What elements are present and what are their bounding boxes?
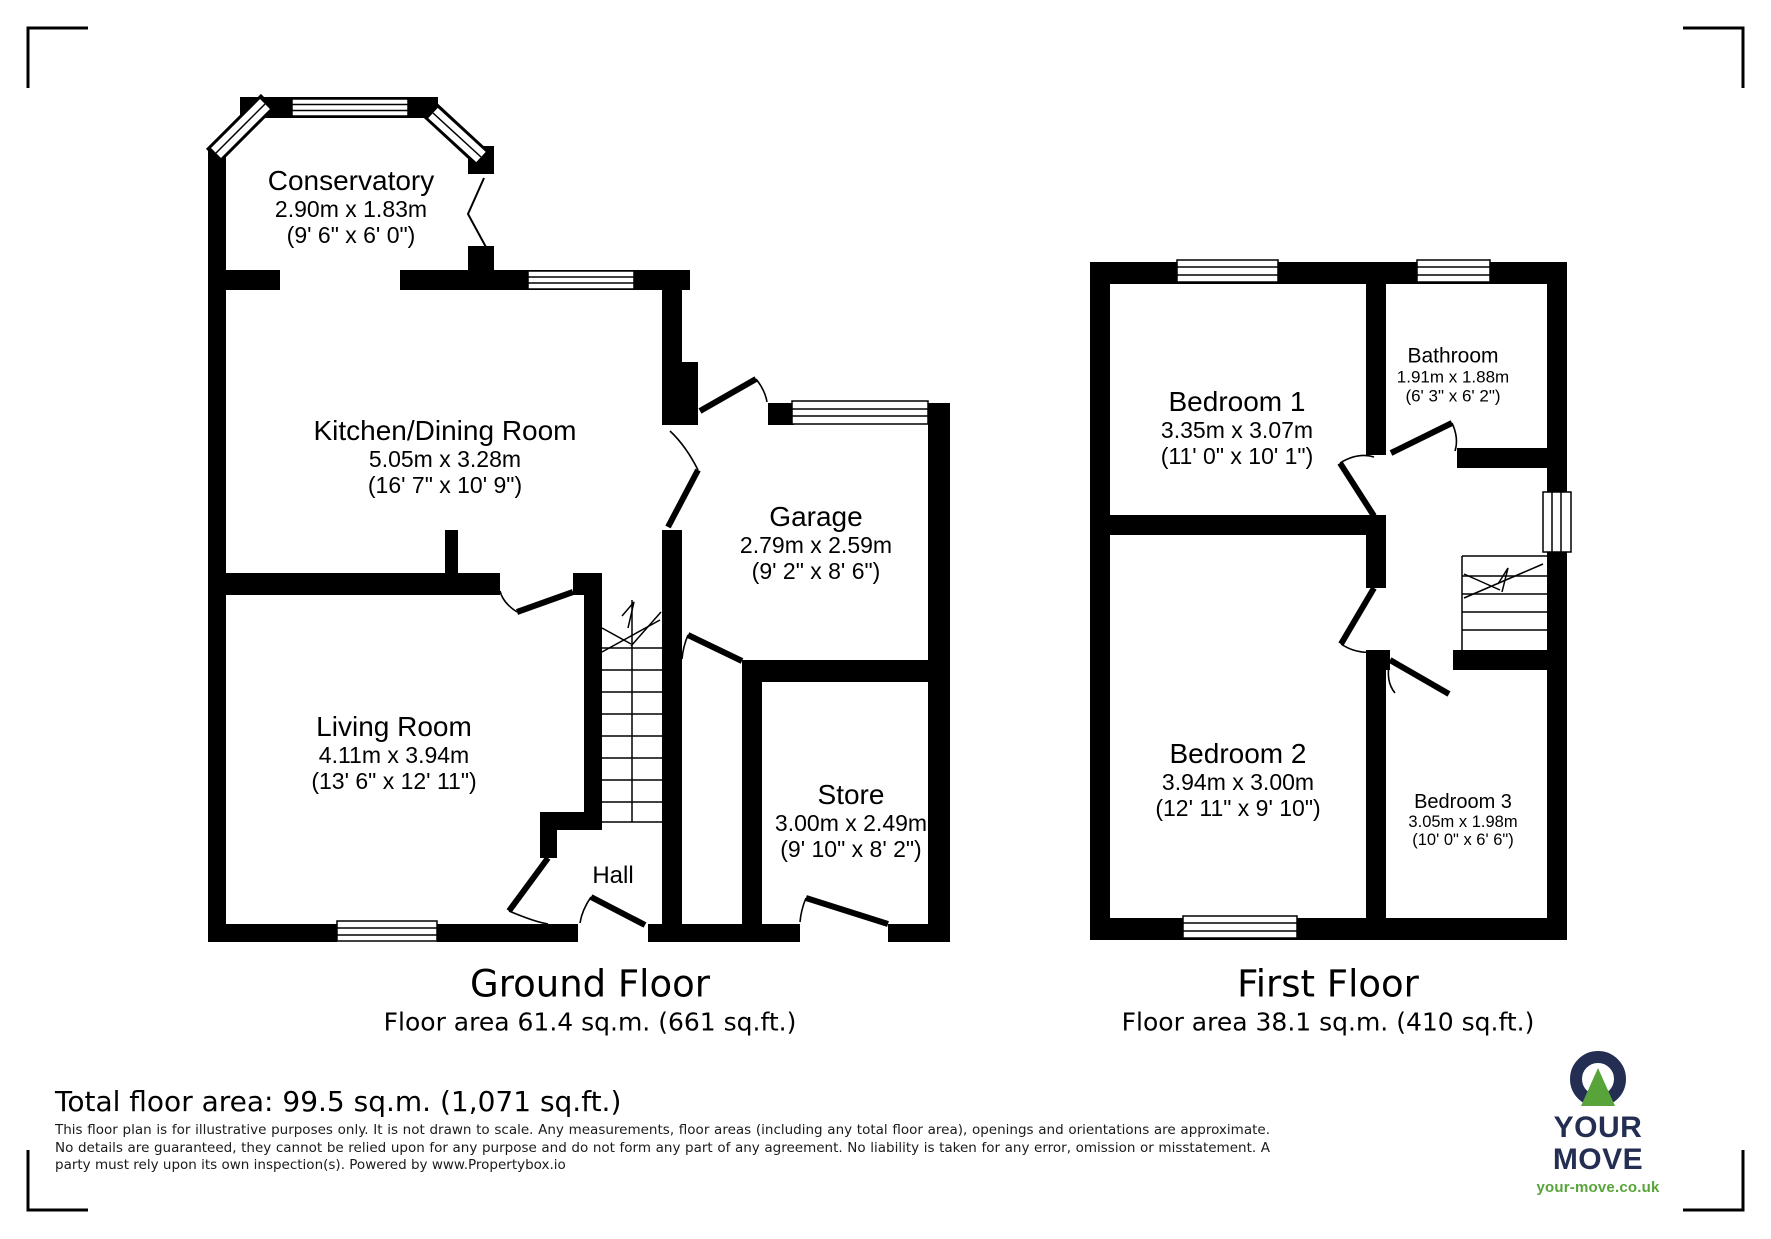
room-dims-imperial: (6' 3" x 6' 2") bbox=[1405, 386, 1501, 406]
room-dims-metric: 3.35m x 3.07m bbox=[1160, 417, 1314, 443]
first-floor-doors bbox=[1337, 420, 1458, 697]
room-name: Bathroom bbox=[1407, 344, 1499, 368]
room-dims-imperial: (16' 7" x 10' 9") bbox=[367, 472, 523, 498]
room-label-bedroom-2: Bedroom 2 3.94m x 3.00m (12' 11" x 9' 10… bbox=[1155, 738, 1321, 822]
room-dims-metric: 5.05m x 3.28m bbox=[368, 446, 522, 472]
disclaimer-text: This floor plan is for illustrative purp… bbox=[55, 1122, 1270, 1173]
room-dims-metric: 3.05m x 1.98m bbox=[1408, 813, 1518, 831]
room-label-bathroom: Bathroom 1.91m x 1.88m (6' 3" x 6' 2") bbox=[1397, 345, 1509, 406]
ground-floor-doors bbox=[466, 177, 889, 928]
room-dims-imperial: (10' 0" x 6' 6") bbox=[1412, 831, 1514, 849]
room-name: Bedroom 3 bbox=[1414, 791, 1512, 813]
room-label-hall: Hall bbox=[592, 861, 633, 891]
your-move-logo-icon bbox=[1570, 1051, 1626, 1112]
room-dims-metric: 1.91m x 1.88m bbox=[1396, 367, 1510, 387]
room-label-bedroom-3: Bedroom 3 3.05m x 1.98m (10' 0" x 6' 6") bbox=[1408, 791, 1517, 849]
ground-floor-title: Ground Floor bbox=[470, 962, 710, 1006]
room-dims-imperial: (9' 10" x 8' 2") bbox=[780, 836, 922, 862]
room-dims-imperial: (12' 11" x 9' 10") bbox=[1155, 795, 1321, 821]
ground-floor-stairs bbox=[601, 600, 662, 823]
room-dims-imperial: (9' 6" x 6' 0") bbox=[286, 222, 416, 248]
conservatory-bay-windows bbox=[205, 93, 491, 168]
room-name: Store bbox=[817, 779, 885, 810]
room-name: Conservatory bbox=[267, 165, 435, 196]
room-name: Bedroom 2 bbox=[1169, 738, 1307, 769]
room-dims-imperial: (9' 2" x 8' 6") bbox=[751, 558, 881, 584]
room-name: Hall bbox=[592, 862, 634, 889]
ground-floor-area: Floor area 61.4 sq.m. (661 sq.ft.) bbox=[383, 1007, 797, 1037]
first-floor-windows bbox=[1176, 259, 1572, 939]
your-move-wordmark: YOUR MOVE bbox=[1552, 1111, 1644, 1176]
ground-floor-windows bbox=[291, 98, 929, 942]
room-name: Living Room bbox=[316, 711, 472, 742]
first-floor-area: Floor area 38.1 sq.m. (410 sq.ft.) bbox=[1121, 1007, 1535, 1037]
room-dims-metric: 2.90m x 1.83m bbox=[274, 196, 428, 222]
total-floor-area: Total floor area: 99.5 sq.m. (1,071 sq.f… bbox=[55, 1085, 622, 1118]
your-move-url: your-move.co.uk bbox=[1536, 1179, 1660, 1196]
corner-bracket-marks bbox=[26, 26, 1745, 1212]
first-floor-stairs bbox=[1461, 555, 1547, 650]
first-floor-title: First Floor bbox=[1237, 962, 1419, 1006]
room-label-garage: Garage 2.79m x 2.59m (9' 2" x 8' 6") bbox=[739, 501, 893, 585]
room-label-bedroom-1: Bedroom 1 3.35m x 3.07m (11' 0" x 10' 1"… bbox=[1160, 386, 1314, 470]
room-dims-metric: 3.00m x 2.49m bbox=[774, 810, 928, 836]
room-label-conservatory: Conservatory 2.90m x 1.83m (9' 6" x 6' 0… bbox=[267, 165, 435, 249]
room-dims-metric: 4.11m x 3.94m bbox=[318, 742, 470, 768]
ground-floor-walls bbox=[208, 97, 950, 942]
your-move-logo: YOUR MOVE your-move.co.uk bbox=[1508, 1046, 1688, 1198]
room-label-living-room: Living Room 4.11m x 3.94m (13' 6" x 12' … bbox=[311, 711, 477, 795]
room-label-store: Store 3.00m x 2.49m (9' 10" x 8' 2") bbox=[774, 779, 928, 863]
room-name: Garage bbox=[769, 501, 863, 532]
room-name: Bedroom 1 bbox=[1168, 386, 1306, 417]
room-name: Kitchen/Dining Room bbox=[313, 415, 577, 446]
room-dims-imperial: (13' 6" x 12' 11") bbox=[311, 768, 477, 794]
room-dims-imperial: (11' 0" x 10' 1") bbox=[1160, 443, 1314, 469]
room-dims-metric: 2.79m x 2.59m bbox=[739, 532, 893, 558]
room-dims-metric: 3.94m x 3.00m bbox=[1161, 769, 1315, 795]
room-label-kitchen: Kitchen/Dining Room 5.05m x 3.28m (16' 7… bbox=[313, 415, 577, 499]
